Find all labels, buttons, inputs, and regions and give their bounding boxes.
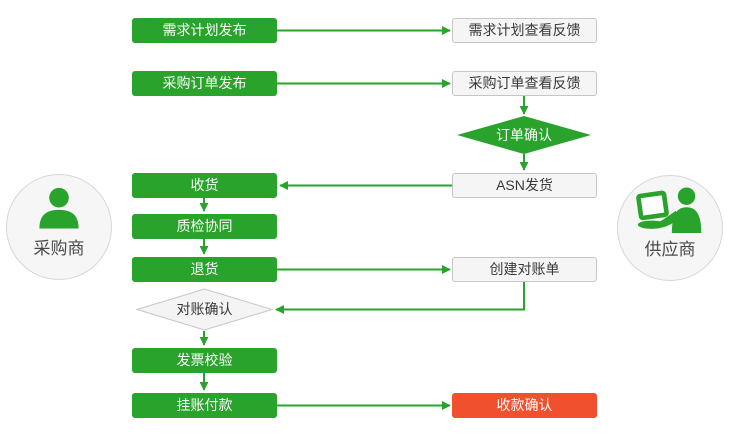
- statement-confirm-diamond-shape: [136, 288, 273, 331]
- step-order-confirm: 订单确认: [457, 116, 591, 154]
- step-demand-feedback: 需求计划查看反馈: [452, 18, 597, 43]
- buyer-actor: 采购商: [6, 174, 112, 280]
- supplier-label: 供应商: [644, 240, 696, 259]
- step-po-feedback: 采购订单查看反馈: [452, 71, 597, 96]
- supplier-actor: 供应商: [617, 175, 723, 281]
- order-confirm-label: 订单确认: [496, 127, 552, 143]
- buyer-label: 采购商: [33, 239, 85, 258]
- step-statement-confirm: 对账确认: [136, 288, 273, 331]
- step-po-publish: 采购订单发布: [132, 71, 277, 96]
- statement-confirm-label: 对账确认: [176, 301, 233, 317]
- person-icon: [7, 186, 111, 232]
- step-receipt-confirm: 收款确认: [452, 393, 597, 418]
- connector-statement-to-confirm: [275, 282, 525, 314]
- step-demand-publish: 需求计划发布: [132, 18, 277, 43]
- step-invoice-check: 发票校验: [132, 348, 277, 373]
- step-return-goods: 退货: [132, 257, 277, 282]
- step-create-statement: 创建对账单: [452, 257, 597, 282]
- step-quality-sync: 质检协同: [132, 214, 277, 239]
- step-receive: 收货: [132, 173, 277, 198]
- order-confirm-diamond-shape: [457, 116, 591, 154]
- step-credit-payment: 挂账付款: [132, 393, 277, 418]
- step-asn-ship: ASN发货: [452, 173, 597, 198]
- person-at-computer-icon: [618, 187, 722, 233]
